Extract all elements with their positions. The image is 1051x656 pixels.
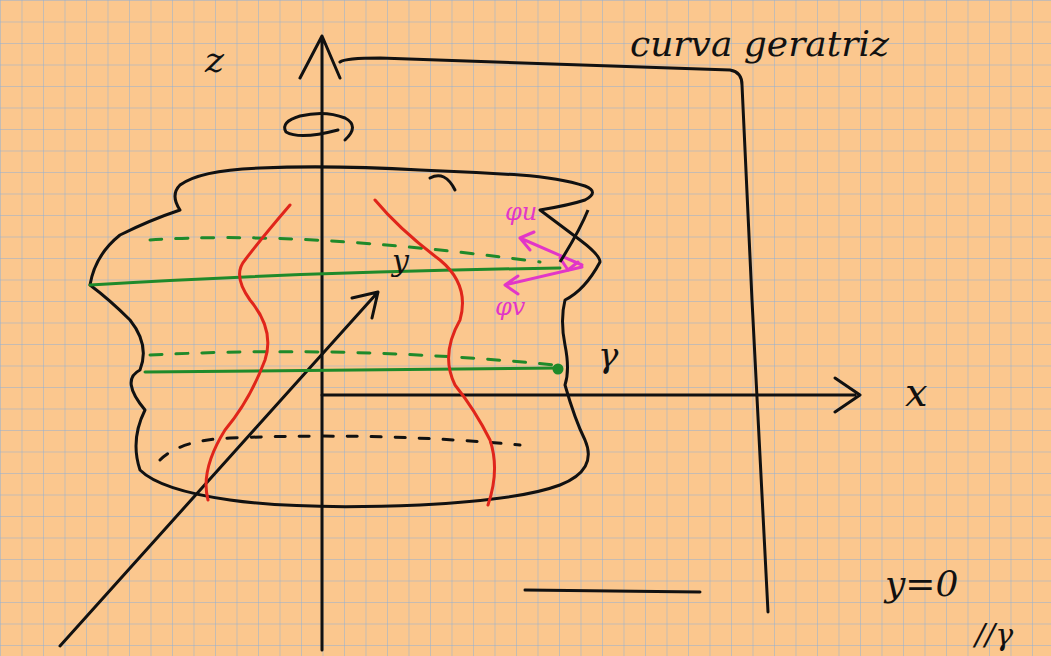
vector-label: φu (505, 200, 537, 224)
tangent-vector-u (520, 232, 582, 265)
tangent-vector-v (505, 267, 582, 294)
axis-label: z (205, 42, 224, 78)
meridian (375, 200, 495, 505)
generatrix-tick (560, 210, 588, 262)
point (554, 365, 562, 373)
axis-label: x (905, 372, 928, 412)
plane-label: y=0 (885, 566, 958, 602)
rotation-arrow (285, 113, 353, 140)
vector-label: φv (495, 295, 525, 319)
axis-label: y (392, 246, 409, 276)
parallel-back (150, 352, 555, 365)
meridian (206, 205, 290, 500)
surface-outline (90, 167, 600, 507)
note-label: curva geratriz (630, 26, 889, 62)
note-label: //γ (975, 620, 1013, 650)
plane-edge (525, 590, 700, 592)
parallel (90, 268, 560, 285)
y-axis (60, 292, 378, 646)
surface-fold (430, 176, 455, 190)
plane-outline (340, 58, 768, 612)
curve-label: γ (598, 338, 618, 372)
parallel-back (150, 238, 540, 262)
parallel (145, 368, 560, 372)
x-axis (322, 378, 860, 412)
